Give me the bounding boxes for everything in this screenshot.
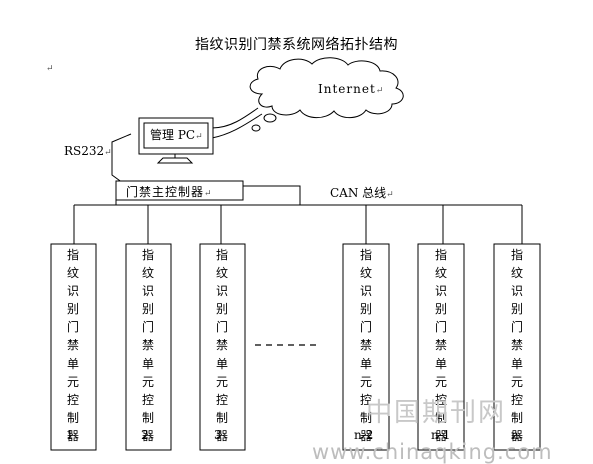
diagram-title: 指纹识别门禁系统网络拓扑结构 bbox=[195, 37, 398, 53]
controller-label-n-2: 指 纹 识 别 门 禁 单 元 控 制 器 bbox=[359, 248, 372, 443]
controller-label-n-1: 指 纹 识 别 门 禁 单 元 控 制 器 bbox=[434, 248, 447, 443]
controller-label-2: 指 纹 识 别 门 禁 单 元 控 制 器 bbox=[141, 248, 154, 443]
monitor-screen bbox=[143, 122, 209, 149]
return-mark: ↵ bbox=[204, 189, 213, 199]
internet-label: Internet↵ bbox=[318, 82, 384, 96]
return-mark: ↵ bbox=[104, 148, 112, 158]
monitor-base bbox=[156, 157, 194, 164]
watermark-chinese: 中国期刊网 bbox=[366, 398, 507, 428]
controller-index-n-1: n-1 bbox=[431, 428, 451, 442]
rs232-link bbox=[111, 133, 132, 184]
controller-index-2: 2 bbox=[141, 428, 149, 442]
return-mark: ↵ bbox=[195, 132, 203, 142]
main-controller-box bbox=[115, 180, 244, 201]
watermark-url: www.chinaqking.com bbox=[312, 440, 553, 464]
main-controller-label: 门禁主控制器↵ bbox=[126, 183, 213, 200]
cloud-puff bbox=[263, 113, 277, 123]
return-mark: ↵ bbox=[386, 190, 394, 200]
pc-text: 管理 PC bbox=[150, 128, 196, 142]
internet-cloud bbox=[249, 57, 404, 119]
pc-cloud-link-2 bbox=[211, 107, 259, 129]
controller-label-1: 指 纹 识 别 门 禁 单 元 控 制 器 bbox=[66, 248, 79, 443]
pc-cloud-link bbox=[211, 113, 263, 139]
controller-box-n bbox=[493, 243, 541, 451]
controller-box-n-1 bbox=[417, 243, 465, 451]
controller-box-3 bbox=[199, 243, 246, 451]
pc-label: 管理 PC↵ bbox=[150, 126, 203, 143]
controller-box-1 bbox=[50, 243, 97, 451]
rs232-text: RS232 bbox=[64, 144, 105, 158]
paragraph-mark: ↵ bbox=[46, 64, 54, 74]
main-controller-text: 门禁主控制器 bbox=[126, 185, 205, 199]
controller-index-n-2: n-2 bbox=[354, 428, 374, 442]
cloud-puff bbox=[251, 124, 261, 132]
internet-text: Internet bbox=[318, 82, 376, 96]
controller-index-1: 1 bbox=[66, 428, 74, 442]
return-mark: ↵ bbox=[375, 86, 385, 96]
controller-index-3: 3 bbox=[214, 428, 222, 442]
can-bus-text: CAN 总线 bbox=[330, 186, 387, 200]
controller-box-2 bbox=[125, 243, 172, 451]
controller-index-n: n bbox=[511, 428, 519, 442]
rs232-label: RS232↵ bbox=[64, 144, 112, 158]
controller-box-n-2 bbox=[342, 243, 390, 451]
controller-label-n: 指 纹 识 别 门 禁 单 元 控 制 器 bbox=[510, 248, 523, 443]
controller-label-3: 指 纹 识 别 门 禁 单 元 控 制 器 bbox=[215, 248, 228, 443]
main-controller-bus-link bbox=[243, 185, 301, 205]
can-bus-label: CAN 总线↵ bbox=[330, 184, 394, 201]
